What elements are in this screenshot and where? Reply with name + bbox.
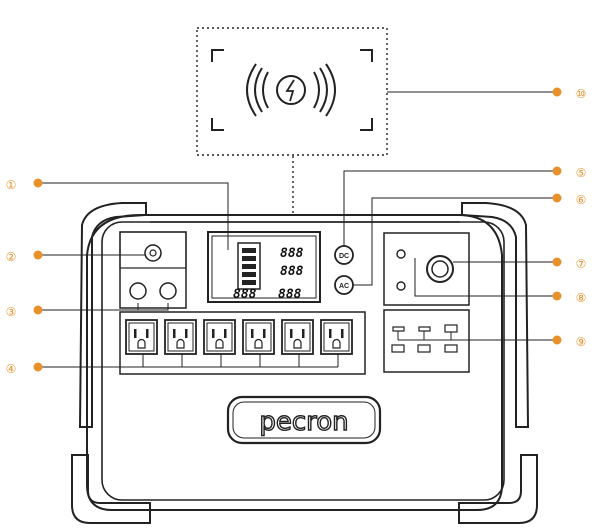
callout-5: ⑤ [576,166,587,180]
callout-2: ② [6,250,17,264]
logo-text: pecron [259,407,348,437]
ac-outlet [125,319,158,355]
ac-outlet [164,319,197,355]
dc-input-port [144,244,162,262]
callout-1: ① [6,178,17,192]
callout-4: ④ [6,362,17,376]
dc5521-port-left [129,282,147,300]
lcd-digits-right: 888 [278,287,302,302]
dc5521-port-right [159,282,177,300]
lcd-digits-left: 888 [233,287,257,302]
power-station-body: 888 888 888 888 DC AC pecron [71,202,538,524]
lcd-digits-mid: 888 [280,264,304,279]
dc-output-port-top [396,249,406,259]
wireless-charging-icon [246,63,336,117]
ac-outlet [281,319,314,355]
ac-outlet [320,319,353,355]
callout-10: ⑩ [576,87,587,101]
battery-icon [237,242,261,290]
callout-lines [38,91,557,368]
callout-6: ⑥ [576,193,587,207]
dc-output-port-bottom [396,281,406,291]
callout-8: ⑧ [576,291,587,305]
usb-a-port-2 [417,344,431,353]
callout-3: ③ [6,305,17,319]
lcd-digits-top: 888 [280,246,304,261]
ac-outlet [242,319,275,355]
callout-7: ⑦ [576,257,587,271]
callout-9: ⑨ [576,335,587,349]
ac-button-label: AC [339,283,349,290]
pecron-logo [226,395,382,445]
wireless-charging-pad [196,27,388,213]
ac-outlet [203,319,236,355]
ac-outlets [125,319,353,355]
car-socket [426,255,454,283]
lcd-screen [207,231,321,303]
usb-a-port-3 [444,344,458,353]
usb-a-port-1 [391,344,405,353]
callouts: ① ② ③ ④ ⑤ ⑥ ⑦ ⑧ ⑨ ⑩ [6,87,587,376]
dc-button-label: DC [339,253,349,260]
